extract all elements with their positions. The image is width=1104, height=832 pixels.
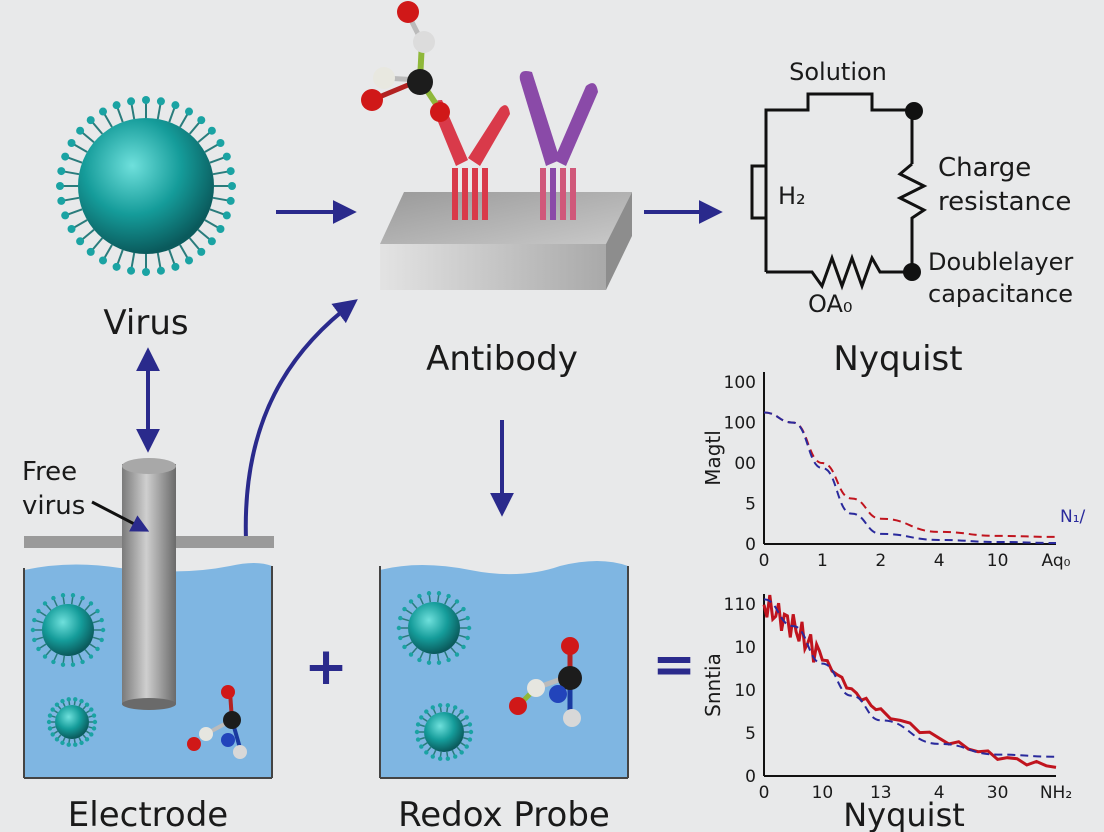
chart-bottom: 110 10 10 5 00 10 13 4 30 NH₂ Snntia xyxy=(701,594,1072,803)
circuit-oa0-label: OA₀ xyxy=(808,290,853,318)
chart-top-y-label: Magtl xyxy=(701,430,725,486)
virus-electrode-2 xyxy=(46,697,98,747)
antibody-platform xyxy=(380,192,632,290)
circuit-node-top xyxy=(905,102,923,120)
virus-label: Virus xyxy=(103,303,188,343)
chart-bottom-x-tick: 0 xyxy=(759,783,770,803)
arrow-electrode-to-antibody xyxy=(243,299,358,541)
antibody-purple xyxy=(519,71,598,220)
virus-electrode-1 xyxy=(30,593,106,667)
chart-top-y-tick: 5 xyxy=(745,495,756,515)
chart-top-x-tick: 1 xyxy=(817,551,828,571)
chart-bottom-y-tick: 10 xyxy=(734,681,756,701)
chart-bottom-x-tick: 10 xyxy=(812,783,834,803)
molecule-redox xyxy=(509,637,582,727)
chart-bottom-x-tick: 13 xyxy=(870,783,892,803)
circuit-h2-label: H₂ xyxy=(778,182,806,210)
redox-cell xyxy=(379,561,629,779)
circuit-double-label-2: capacitance xyxy=(928,280,1073,308)
chart-top-x-tick: 2 xyxy=(875,551,886,571)
chart-bottom-x-tick: NH₂ xyxy=(1040,783,1072,803)
nyquist-bottom-label: Nyquist xyxy=(843,796,965,832)
chart-bottom-x-tick: 30 xyxy=(987,783,1009,803)
plus-sign: + xyxy=(304,637,348,697)
chart-bottom-x-tick: 4 xyxy=(934,783,945,803)
free-virus-label-2: virus xyxy=(22,491,85,521)
chart-bottom-series-blue xyxy=(763,598,1057,758)
chart-top-x-tick: Aq₀ xyxy=(1042,551,1071,571)
molecule-electrode xyxy=(187,685,247,759)
circuit-charge-label-2: resistance xyxy=(938,187,1071,217)
circuit-double-label-1: Doublelayer xyxy=(928,248,1073,276)
redox-probe-label: Redox Probe xyxy=(398,795,610,832)
molecule-top xyxy=(361,1,450,122)
virus-illustration xyxy=(56,96,236,276)
chart-bottom-series-red xyxy=(762,594,1057,769)
chart-bottom-y-tick: 110 xyxy=(724,595,756,615)
chart-bottom-y-tick: 5 xyxy=(745,724,756,744)
chart-top-x-tick: 4 xyxy=(934,551,945,571)
antibody-label: Antibody xyxy=(426,339,578,379)
chart-bottom-y-label: Snntia xyxy=(701,653,725,717)
chart-top-end-label: N₁/ xyxy=(1060,507,1086,527)
electrode-label: Electrode xyxy=(68,795,228,832)
virus-redox-2 xyxy=(414,703,474,761)
chart-top-x-tick: 0 xyxy=(759,551,770,571)
chart-bottom-y-tick: 0 xyxy=(745,767,756,787)
chart-top-y-tick: 100 xyxy=(724,373,756,393)
chart-bottom-y-tick: 10 xyxy=(734,638,756,658)
free-virus-label-1: Free xyxy=(22,457,77,487)
chart-top-y-tick: 100 xyxy=(724,414,756,434)
chart-top-x-tick: 10 xyxy=(987,551,1009,571)
virus-redox-1 xyxy=(396,591,472,665)
chart-top-series-blue xyxy=(763,411,1057,544)
circuit-charge-label-1: Charge xyxy=(938,153,1031,183)
equals-sign: = xyxy=(652,635,696,695)
circuit-node-bottom xyxy=(903,263,921,281)
chart-top-series-red xyxy=(763,411,1057,538)
chart-top-y-tick: 0 xyxy=(745,535,756,555)
free-virus-pointer xyxy=(91,500,150,532)
nyquist-top-label: Nyquist xyxy=(833,339,962,379)
chart-top-y-tick: 00 xyxy=(734,454,756,474)
circuit-solution-label: Solution xyxy=(789,58,887,86)
